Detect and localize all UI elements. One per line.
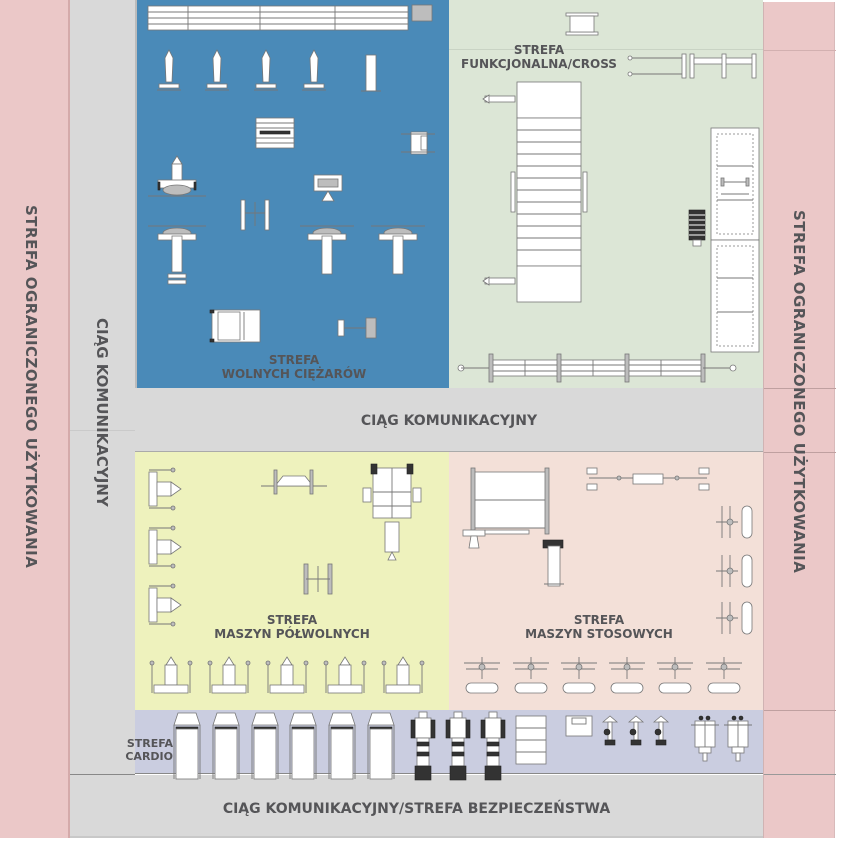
zone-free-weights-label: STREFA WOLNYCH CIĘŻARÓW xyxy=(137,353,451,382)
corridor-divider xyxy=(70,430,135,431)
zone-stack-label-line1: STREFA xyxy=(573,613,625,627)
leg-press-icon xyxy=(207,656,251,694)
plyo-box-icon xyxy=(565,12,599,36)
kettlebell-rack-icon xyxy=(688,209,706,247)
hammer-machine-icon xyxy=(148,467,182,511)
t-bar-row-icon xyxy=(261,469,327,495)
exercise-bike-icon xyxy=(652,715,670,746)
zone-free-weights-label-line1: STREFA xyxy=(268,353,320,367)
decline-bench-press-icon xyxy=(148,225,206,285)
smith-machine-icon xyxy=(362,463,422,561)
stack-machine-icon xyxy=(657,657,693,694)
stack-machine-icon xyxy=(706,657,742,694)
power-rack-icon xyxy=(209,309,261,343)
stair-climber-icon xyxy=(691,715,719,762)
zone-free-weights-label-line2: WOLNYCH CIĘŻARÓW xyxy=(221,367,367,382)
flat-bench-icon xyxy=(361,54,381,92)
adjustable-bench-icon xyxy=(302,49,326,91)
stack-machine-icon xyxy=(716,601,753,635)
cable-crossover-icon xyxy=(586,467,710,491)
elliptical-icon xyxy=(480,711,506,781)
zone-corridor-bottom: CIĄG KOMUNIKACYJNY/STREFA BEZPIECZEŃSTWA xyxy=(70,775,763,838)
zone-stack-label-line2: MASZYN STOSOWYCH xyxy=(525,627,673,642)
zone-cardio-label: STREFA CARDIO xyxy=(113,737,173,763)
plate-tree-icon xyxy=(255,117,295,149)
leg-press-icon xyxy=(323,656,367,694)
mat-icon xyxy=(565,715,593,737)
monkey-bars-icon xyxy=(457,353,737,383)
restricted-right-line-3 xyxy=(764,452,836,453)
barbell-rack-icon xyxy=(337,317,377,339)
multi-station-icon xyxy=(462,467,564,549)
zone-corridor-middle: CIĄG KOMUNIKACYJNY xyxy=(135,388,763,452)
hammer-machine-icon xyxy=(148,525,182,569)
treadmill-icon xyxy=(173,712,201,780)
zone-semi-free-label-line2: MASZYN PÓŁWOLNYCH xyxy=(214,627,370,642)
zone-corridor-middle-label: CIĄG KOMUNIKACYJNY xyxy=(360,413,538,429)
zone-functional-label-line1: STREFA xyxy=(513,43,565,57)
treadmill-icon xyxy=(289,712,317,780)
bench-press-icon xyxy=(300,225,354,275)
stack-machine-icon xyxy=(513,657,549,694)
hammer-machine-icon xyxy=(148,583,182,627)
stack-machine-icon xyxy=(561,657,597,694)
zone-free-weights: STREFA WOLNYCH CIĘŻARÓW xyxy=(135,0,449,388)
zone-restricted-right: STREFA OGRANICZONEGO UŻYTKOWANIA xyxy=(763,2,836,838)
restricted-right-line-5 xyxy=(764,774,836,775)
zone-cardio-label-line2: CARDIO xyxy=(125,750,173,764)
rower-icon xyxy=(515,715,547,765)
treadmill-icon xyxy=(328,712,356,780)
elliptical-icon xyxy=(445,711,471,781)
zone-stack-label: STREFA MASZYN STOSOWYCH xyxy=(509,613,689,642)
restricted-right-line-2 xyxy=(764,388,836,389)
weight-plate-rack-icon xyxy=(240,199,270,231)
lifting-platform-icon xyxy=(710,239,760,353)
zone-corridor-bottom-label: CIĄG KOMUNIKACYJNY/STREFA BEZPIECZEŃSTWA xyxy=(222,801,611,817)
treadmill-icon xyxy=(212,712,240,780)
exercise-bike-icon xyxy=(601,715,619,746)
stack-machine-icon xyxy=(464,657,500,694)
zone-corridor-left: CIĄG KOMUNIKACYJNY xyxy=(70,0,135,838)
bench-press-icon xyxy=(371,225,425,275)
pull-up-bars-icon xyxy=(627,53,757,79)
treadmill-icon xyxy=(367,712,395,780)
zone-corridor-left-label: CIĄG KOMUNIKACYJNY xyxy=(93,318,111,507)
stack-machine-icon xyxy=(716,554,753,588)
adjustable-bench-icon xyxy=(254,49,278,91)
cardio-left-border xyxy=(70,774,135,775)
treadmill-icon xyxy=(251,712,279,780)
cross-rig-icon xyxy=(482,81,588,303)
preacher-curl-icon xyxy=(401,131,435,155)
zone-semi-free-label: STREFA MASZYN PÓŁWOLNYCH xyxy=(135,613,449,642)
zone-functional-label: STREFA FUNKCJONALNA/CROSS xyxy=(459,43,619,72)
incline-bench-press-icon xyxy=(148,155,206,197)
exercise-bike-icon xyxy=(627,715,645,746)
stair-climber-icon xyxy=(724,715,752,762)
bench-icon xyxy=(544,545,564,587)
stack-machine-icon xyxy=(716,505,753,539)
lifting-platform-icon xyxy=(710,127,760,241)
zone-functional-label-line2: FUNKCJONALNA/CROSS xyxy=(461,57,617,72)
zone-restricted-right-label: STREFA OGRANICZONEGO UŻYTKOWANIA xyxy=(790,210,808,574)
adjustable-bench-icon xyxy=(157,49,181,91)
zone-functional-guide-line xyxy=(449,49,763,50)
dumbbell-rack-icon xyxy=(147,4,433,31)
zone-semi-free-label-line1: STREFA xyxy=(266,613,318,627)
restricted-right-line-4 xyxy=(764,710,836,711)
restricted-right-line-1 xyxy=(764,50,836,51)
elliptical-icon xyxy=(410,711,436,781)
zone-restricted-left: STREFA OGRANICZONEGO UŻYTKOWANIA xyxy=(0,0,70,838)
plate-storage-icon xyxy=(303,563,333,595)
zone-cardio-label-line1: STREFA xyxy=(126,737,173,750)
leg-press-icon xyxy=(149,656,193,694)
leg-press-icon xyxy=(381,656,425,694)
stack-machine-icon xyxy=(609,657,645,694)
adjustable-bench-icon xyxy=(205,49,229,91)
leg-press-icon xyxy=(265,656,309,694)
seated-bench-icon xyxy=(313,174,343,202)
zone-restricted-left-label: STREFA OGRANICZONEGO UŻYTKOWANIA xyxy=(22,205,40,569)
